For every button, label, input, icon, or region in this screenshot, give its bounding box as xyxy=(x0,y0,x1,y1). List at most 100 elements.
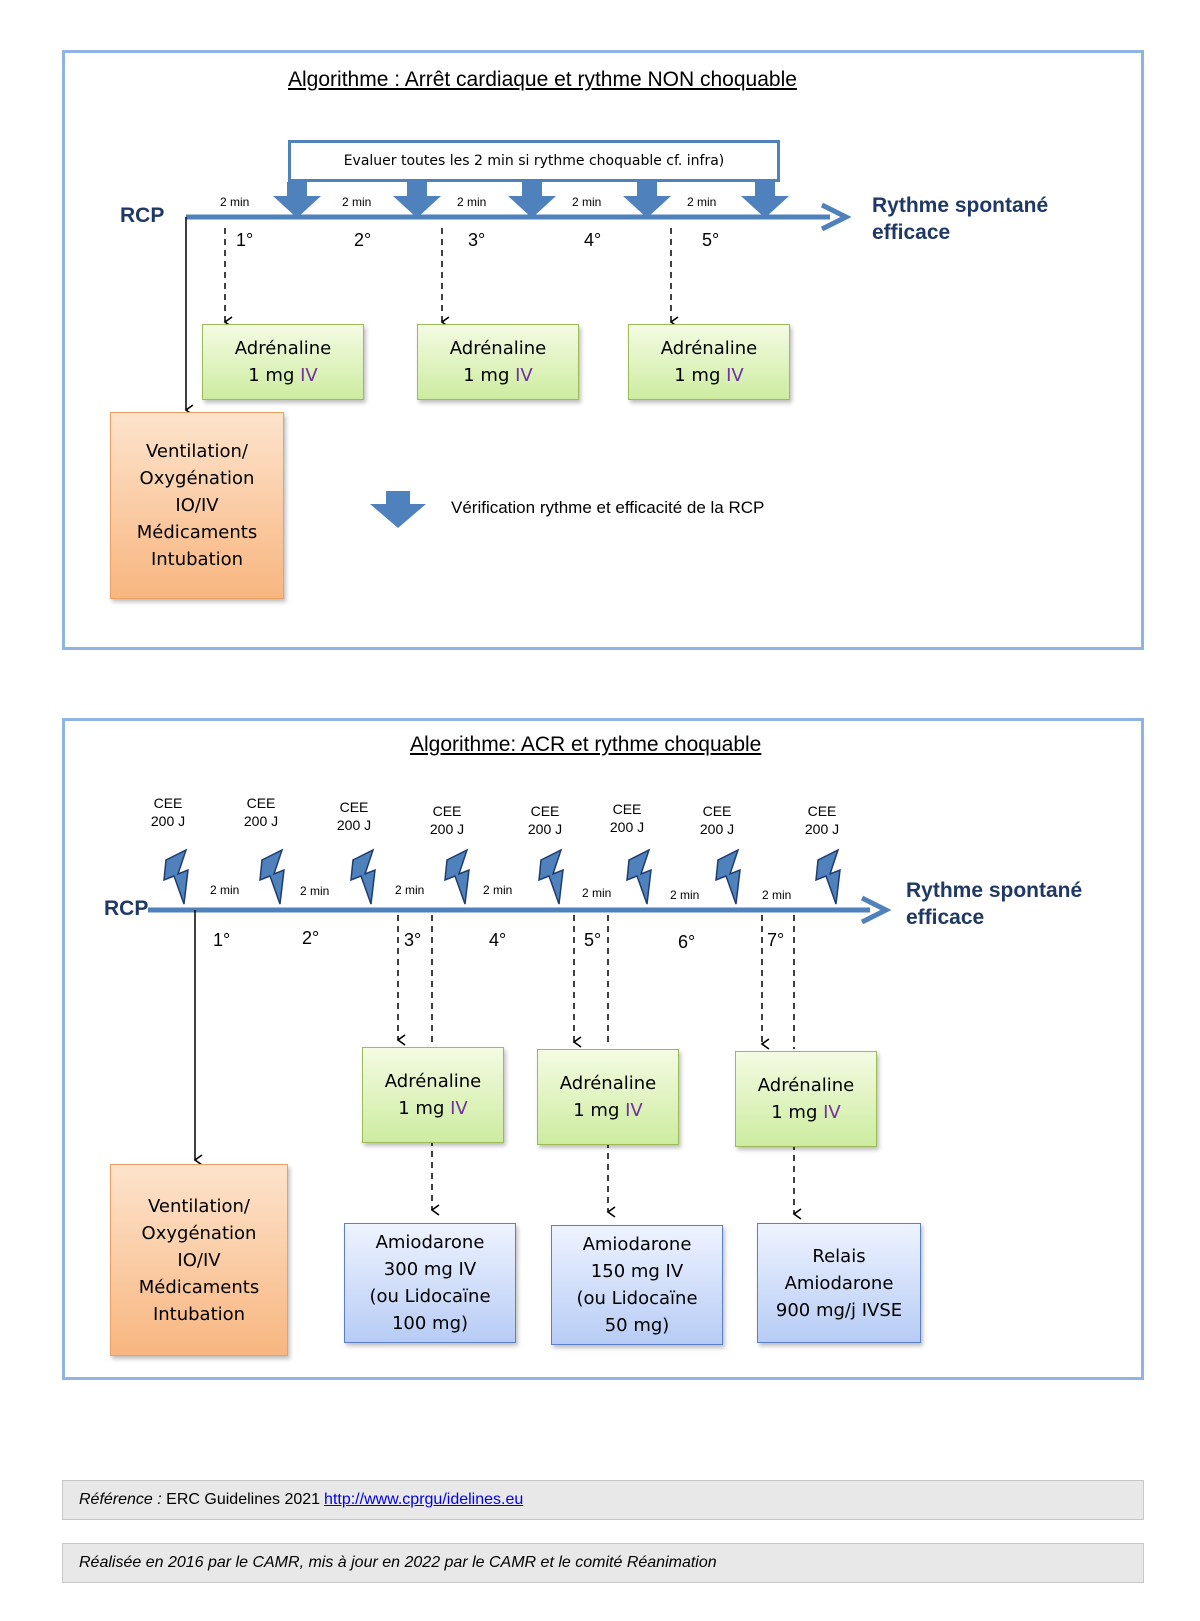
adrenaline-name: Adrénaline xyxy=(660,338,758,359)
rythme-label-line2: efficace xyxy=(906,906,985,929)
cycle-label: 4° xyxy=(489,930,507,950)
cycle-label: 7° xyxy=(767,930,785,950)
adrenaline-name: Adrénaline xyxy=(234,338,332,359)
interval-label: 2 min xyxy=(582,886,612,900)
adrenaline-box: Adrénaline 1 mg IV xyxy=(417,324,579,400)
support-item: Intubation xyxy=(152,1303,246,1325)
lightning-bolt-icon xyxy=(350,848,376,905)
down-arrow-icon xyxy=(623,182,671,218)
algorithm-1-title: Algorithme : Arrêt cardiaque et rythme N… xyxy=(288,68,797,91)
credit-text: Réalisée en 2016 par le CAMR, mis à jour… xyxy=(79,1554,717,1571)
shock-label-l2: 200 J xyxy=(150,813,186,829)
timeline-1-arrowhead xyxy=(820,202,852,232)
cycle-label: 4° xyxy=(584,230,602,250)
shock-label-l1: CEE xyxy=(153,795,183,811)
adrenaline-box: Adrénaline 1 mg IV xyxy=(202,324,364,400)
interval-label: 2 min xyxy=(762,888,792,902)
relais-amiodarone-box: Relais Amiodarone 900 mg/j IVSE xyxy=(757,1223,921,1343)
support-item: Intubation xyxy=(150,549,244,570)
adrenaline-route: IV xyxy=(450,1098,468,1119)
lightning-bolt-icon xyxy=(626,848,652,905)
rythme-label-line2: efficace xyxy=(872,221,951,244)
shock-label-l2: 200 J xyxy=(243,813,279,829)
adrenaline-dose: 1 mg xyxy=(674,365,721,386)
support-item: IO/IV xyxy=(175,495,219,516)
adrenaline-box: Adrénaline 1 mg IV xyxy=(537,1049,679,1145)
shock-label: CEE 200 J xyxy=(424,802,470,838)
interval-label: 2 min xyxy=(483,883,513,897)
reference-text: ERC Guidelines 2021 xyxy=(166,1491,321,1508)
drug-line: 150 mg IV xyxy=(590,1261,684,1282)
reference-label: Référence : xyxy=(79,1491,162,1508)
cycle-label: 3° xyxy=(404,930,422,950)
cycle-label: 2° xyxy=(302,928,320,948)
shock-label-l2: 200 J xyxy=(336,817,372,833)
lightning-bolt-icon xyxy=(259,848,285,905)
lightning-bolt-icon xyxy=(163,848,189,905)
cycle-label: 6° xyxy=(678,932,696,952)
adrenaline-route: IV xyxy=(515,365,533,386)
credit-footer: Réalisée en 2016 par le CAMR, mis à jour… xyxy=(62,1543,1144,1583)
down-arrow-icon xyxy=(741,182,789,218)
adrenaline-dose-line: 1 mg IV xyxy=(573,1097,643,1124)
drug-line: 300 mg IV xyxy=(383,1259,477,1280)
shock-label: CEE 200 J xyxy=(145,794,191,830)
support-item: Oxygénation xyxy=(141,1222,257,1244)
timeline-2-arrowhead xyxy=(860,895,892,925)
adrenaline-dose: 1 mg xyxy=(463,365,510,386)
rcp-label: RCP xyxy=(104,897,149,920)
adrenaline-dose: 1 mg xyxy=(248,365,295,386)
interval-label: 2 min xyxy=(300,884,330,898)
shock-label-l1: CEE xyxy=(246,795,276,811)
drug-line: (ou Lidocaïne xyxy=(369,1286,491,1307)
adrenaline-route: IV xyxy=(823,1102,841,1123)
adrenaline-dose: 1 mg xyxy=(573,1100,620,1121)
interval-label: 2 min xyxy=(342,195,372,209)
shock-label-l2: 200 J xyxy=(527,821,563,837)
cycle-label: 5° xyxy=(702,230,720,250)
rythme-spontane-label: Rythme spontané efficace xyxy=(872,192,1048,246)
adrenaline-name: Adrénaline xyxy=(559,1073,657,1094)
cycle-label: 2° xyxy=(354,230,372,250)
adrenaline-route: IV xyxy=(625,1100,643,1121)
down-arrow-icon xyxy=(370,491,426,528)
support-item: Ventilation/ xyxy=(147,1195,251,1217)
adrenaline-name: Adrénaline xyxy=(384,1071,482,1092)
rythme-spontane-label: Rythme spontané efficace xyxy=(906,877,1082,931)
drug-line: 100 mg) xyxy=(391,1313,469,1334)
algorithm-2-title: Algorithme: ACR et rythme choquable xyxy=(410,733,762,756)
drug-line: Amiodarone xyxy=(375,1232,485,1253)
lightning-bolt-icon xyxy=(538,848,564,905)
support-item: Médicaments xyxy=(136,522,258,543)
rythme-label-line1: Rythme spontané xyxy=(906,879,1083,902)
shock-label-l2: 200 J xyxy=(609,819,645,835)
support-item: Ventilation/ xyxy=(145,441,249,462)
shock-label-l1: CEE xyxy=(612,801,642,817)
reference-link[interactable]: http://www.cprgu/idelines.eu xyxy=(324,1491,524,1508)
shock-label-l2: 200 J xyxy=(429,821,465,837)
adrenaline-box: Adrénaline 1 mg IV xyxy=(628,324,790,400)
support-measures-box: Ventilation/ Oxygénation IO/IV Médicamen… xyxy=(110,412,284,599)
lightning-bolt-icon xyxy=(815,848,841,905)
shock-bolts xyxy=(163,848,841,905)
evaluate-rhythm-box: Evaluer toutes les 2 min si rythme choqu… xyxy=(288,140,780,182)
rythme-label-line1: Rythme spontané xyxy=(872,194,1049,217)
interval-label: 2 min xyxy=(457,195,487,209)
interval-label: 2 min xyxy=(210,883,240,897)
cycle-label: 3° xyxy=(468,230,486,250)
shock-label: CEE 200 J xyxy=(238,794,284,830)
interval-label: 2 min xyxy=(395,883,425,897)
support-item: Oxygénation xyxy=(139,468,255,489)
shock-label-l1: CEE xyxy=(530,803,560,819)
interval-label: 2 min xyxy=(670,888,700,902)
shock-label-l1: CEE xyxy=(432,803,462,819)
legend-text: Vérification rythme et efficacité de la … xyxy=(451,498,765,517)
adrenaline-route: IV xyxy=(726,365,744,386)
interval-label: 2 min xyxy=(572,195,602,209)
support-measures-box: Ventilation/ Oxygénation IO/IV Médicamen… xyxy=(110,1164,288,1356)
support-item: Médicaments xyxy=(138,1276,260,1298)
interval-label: 2 min xyxy=(220,195,250,209)
